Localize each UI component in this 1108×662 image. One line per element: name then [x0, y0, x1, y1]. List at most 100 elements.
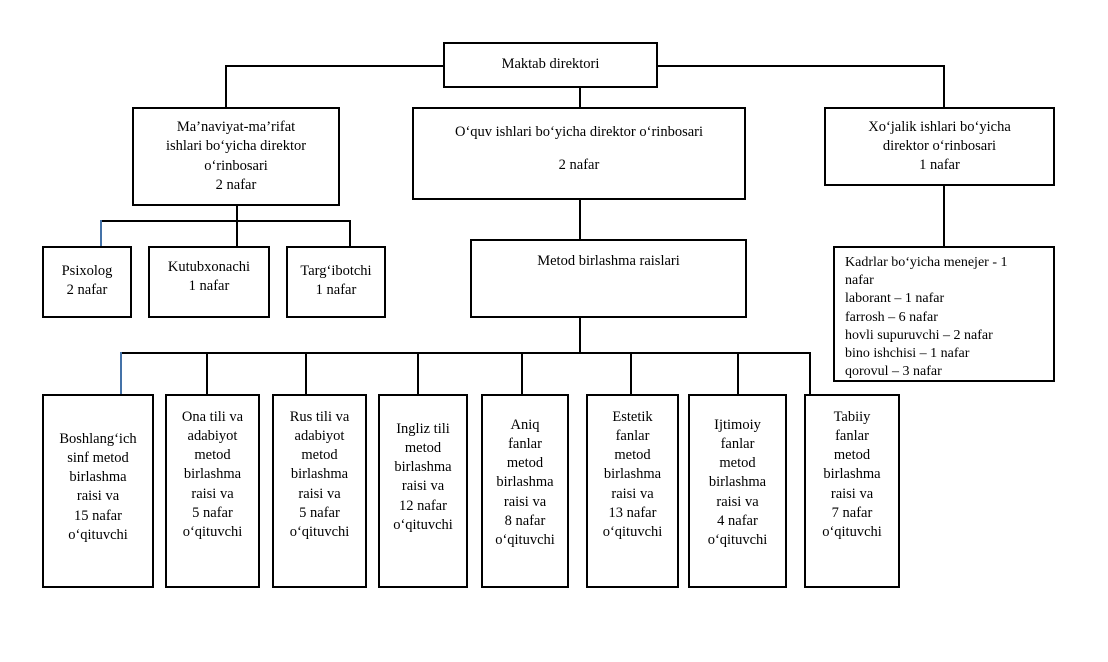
node-staff-list-line-3: farrosh – 6 nafar	[845, 309, 938, 325]
connector-economic-to-staff	[943, 186, 945, 246]
node-deputy-academic-line-0: O‘quv ishlari bo‘yicha direktor o‘rinbos…	[454, 124, 704, 140]
unit-2-line-3: birlashma	[183, 466, 242, 483]
node-deputy-economic-line-0: Xo‘jalik ishlari bo‘yicha	[868, 118, 1011, 135]
node-deputy-academic-line-2: 2 nafar	[558, 157, 600, 174]
node-deputy-academic-spacer	[417, 142, 741, 156]
unit-2-line-1: adabiyot	[187, 428, 238, 445]
connector-director-center-vertical	[579, 88, 581, 107]
unit-3-line-0: Rus tili va	[289, 409, 350, 425]
node-staff-list-line-6: qorovul – 3 nafar	[845, 364, 942, 380]
node-staff-list-line-1: nafar	[845, 273, 874, 289]
unit-1-line-4: 15 nafar	[74, 507, 122, 524]
unit-5-line-6: o‘qituvchi	[495, 531, 555, 548]
unit-2-line-0: Ona tili va	[181, 409, 244, 425]
node-method-unit-russian-language[interactable]: Rus tili va adabiyot metod birlashma rai…	[272, 394, 367, 588]
unit-7-line-0: Ijtimoiy	[714, 417, 761, 433]
node-director-line-0: Maktab direktori	[501, 56, 600, 73]
unit-2-line-2: metod	[194, 447, 231, 464]
connector-promoter-drop	[349, 220, 351, 246]
unit-3-line-6: o‘qituvchi	[289, 523, 350, 540]
unit-6-line-0: Estetik	[612, 409, 653, 425]
unit-3-line-2: metod	[301, 447, 338, 464]
unit-1-line-0: Boshlang‘ich	[59, 431, 137, 447]
node-method-unit-aesthetic-sciences[interactable]: Estetik fanlar metod birlashma raisi va …	[586, 394, 679, 588]
connector-director-left-vertical	[225, 65, 227, 107]
unit-1-line-5: o‘qituvchi	[68, 526, 128, 543]
node-method-unit-natural-sciences[interactable]: Tabiiy fanlar metod birlashma raisi va 7…	[804, 394, 900, 588]
unit-3-line-1: adabiyot	[294, 428, 345, 445]
node-method-chairs[interactable]: Metod birlashma raislari	[470, 239, 747, 318]
connector-method-bus	[120, 352, 811, 354]
node-psychologist-line-0: Psixolog	[61, 263, 113, 279]
unit-4-line-1: metod	[404, 440, 442, 457]
node-deputy-academic[interactable]: O‘quv ishlari bo‘yicha direktor o‘rinbos…	[412, 107, 746, 200]
node-director[interactable]: Maktab direktori	[443, 42, 658, 88]
connector-academic-to-method	[579, 200, 581, 239]
node-staff-list-line-0: Kadrlar bo‘yicha menejer - 1	[845, 255, 1008, 270]
node-method-unit-native-language[interactable]: Ona tili va adabiyot metod birlashma rai…	[165, 394, 260, 588]
unit-8-line-2: metod	[833, 447, 871, 464]
connector-unit-drop-5	[521, 352, 523, 394]
connector-psychologist-drop	[100, 220, 102, 246]
unit-8-line-3: birlashma	[823, 466, 881, 483]
node-librarian-line-1: 1 nafar	[188, 278, 230, 295]
connector-unit-drop-6	[630, 352, 632, 394]
unit-3-line-4: raisi va	[298, 485, 341, 502]
node-method-unit-english-language[interactable]: Ingliz tili metod birlashma raisi va 12 …	[378, 394, 468, 588]
node-deputy-spiritual[interactable]: Ma’naviyat-ma’rifat ishlari bo‘yicha dir…	[132, 107, 340, 206]
connector-unit-drop-7	[737, 352, 739, 394]
connector-director-right-horizontal	[658, 65, 945, 67]
unit-8-line-0: Tabiiy	[833, 409, 871, 425]
node-deputy-spiritual-line-3: 2 nafar	[215, 176, 257, 193]
unit-2-line-6: o‘qituvchi	[182, 523, 243, 540]
node-deputy-economic[interactable]: Xo‘jalik ishlari bo‘yicha direktor o‘rin…	[824, 107, 1055, 186]
node-method-unit-social-sciences[interactable]: Ijtimoiy fanlar metod birlashma raisi va…	[688, 394, 787, 588]
unit-7-line-1: fanlar	[720, 436, 755, 453]
unit-5-line-0: Aniq	[510, 417, 540, 433]
unit-5-line-5: 8 nafar	[504, 512, 546, 529]
node-deputy-economic-line-2: 1 nafar	[919, 157, 960, 174]
unit-6-line-6: o‘qituvchi	[602, 523, 663, 540]
unit-3-line-3: birlashma	[290, 466, 349, 483]
unit-8-line-1: fanlar	[835, 428, 869, 445]
node-librarian[interactable]: Kutubxonachi 1 nafar	[148, 246, 270, 318]
node-psychologist[interactable]: Psixolog 2 nafar	[42, 246, 132, 318]
unit-6-line-2: metod	[614, 447, 651, 464]
node-promoter[interactable]: Targ‘ibotchi 1 nafar	[286, 246, 386, 318]
unit-6-line-4: raisi va	[611, 485, 654, 502]
node-staff-list-line-2: laborant – 1 nafar	[845, 291, 945, 307]
node-staff-list-line-5: bino ishchisi – 1 nafar	[845, 345, 970, 361]
unit-3-line-5: 5 nafar	[299, 504, 340, 521]
connector-unit-drop-8	[809, 352, 811, 394]
node-promoter-line-0: Targ‘ibotchi	[300, 263, 372, 279]
connector-unit-drop-3	[305, 352, 307, 394]
unit-6-line-1: fanlar	[615, 428, 650, 445]
connector-unit-drop-2	[206, 352, 208, 394]
unit-4-line-0: Ingliz tili	[396, 421, 450, 437]
unit-4-line-3: raisi va	[401, 478, 445, 495]
node-deputy-spiritual-line-1: ishlari bo‘yicha direktor	[165, 138, 307, 155]
unit-4-line-5: o‘qituvchi	[393, 516, 453, 533]
node-staff-list[interactable]: Kadrlar bo‘yicha menejer - 1 nafar labor…	[833, 246, 1055, 382]
connector-spiritual-bus	[100, 220, 351, 222]
connector-director-left-horizontal	[225, 65, 443, 67]
unit-5-line-4: raisi va	[503, 493, 547, 510]
unit-7-line-3: birlashma	[708, 474, 767, 491]
unit-7-line-6: o‘qituvchi	[707, 531, 768, 548]
connector-unit-drop-1	[120, 352, 122, 394]
node-method-unit-primary[interactable]: Boshlang‘ich sinf metod birlashma raisi …	[42, 394, 154, 588]
unit-1-line-2: birlashma	[69, 469, 127, 486]
unit-7-line-2: metod	[719, 455, 756, 472]
unit-8-line-5: 7 nafar	[831, 504, 873, 521]
unit-2-line-5: 5 nafar	[192, 504, 233, 521]
node-deputy-economic-line-1: direktor o‘rinbosari	[882, 137, 997, 154]
connector-librarian-drop	[236, 220, 238, 246]
connector-method-drop	[579, 318, 581, 353]
unit-1-line-3: raisi va	[76, 488, 120, 505]
connector-unit-drop-4	[417, 352, 419, 394]
unit-2-line-4: raisi va	[191, 485, 234, 502]
unit-5-line-3: birlashma	[496, 474, 554, 491]
node-psychologist-line-1: 2 nafar	[66, 282, 108, 299]
node-method-unit-exact-sciences[interactable]: Aniq fanlar metod birlashma raisi va 8 n…	[481, 394, 569, 588]
